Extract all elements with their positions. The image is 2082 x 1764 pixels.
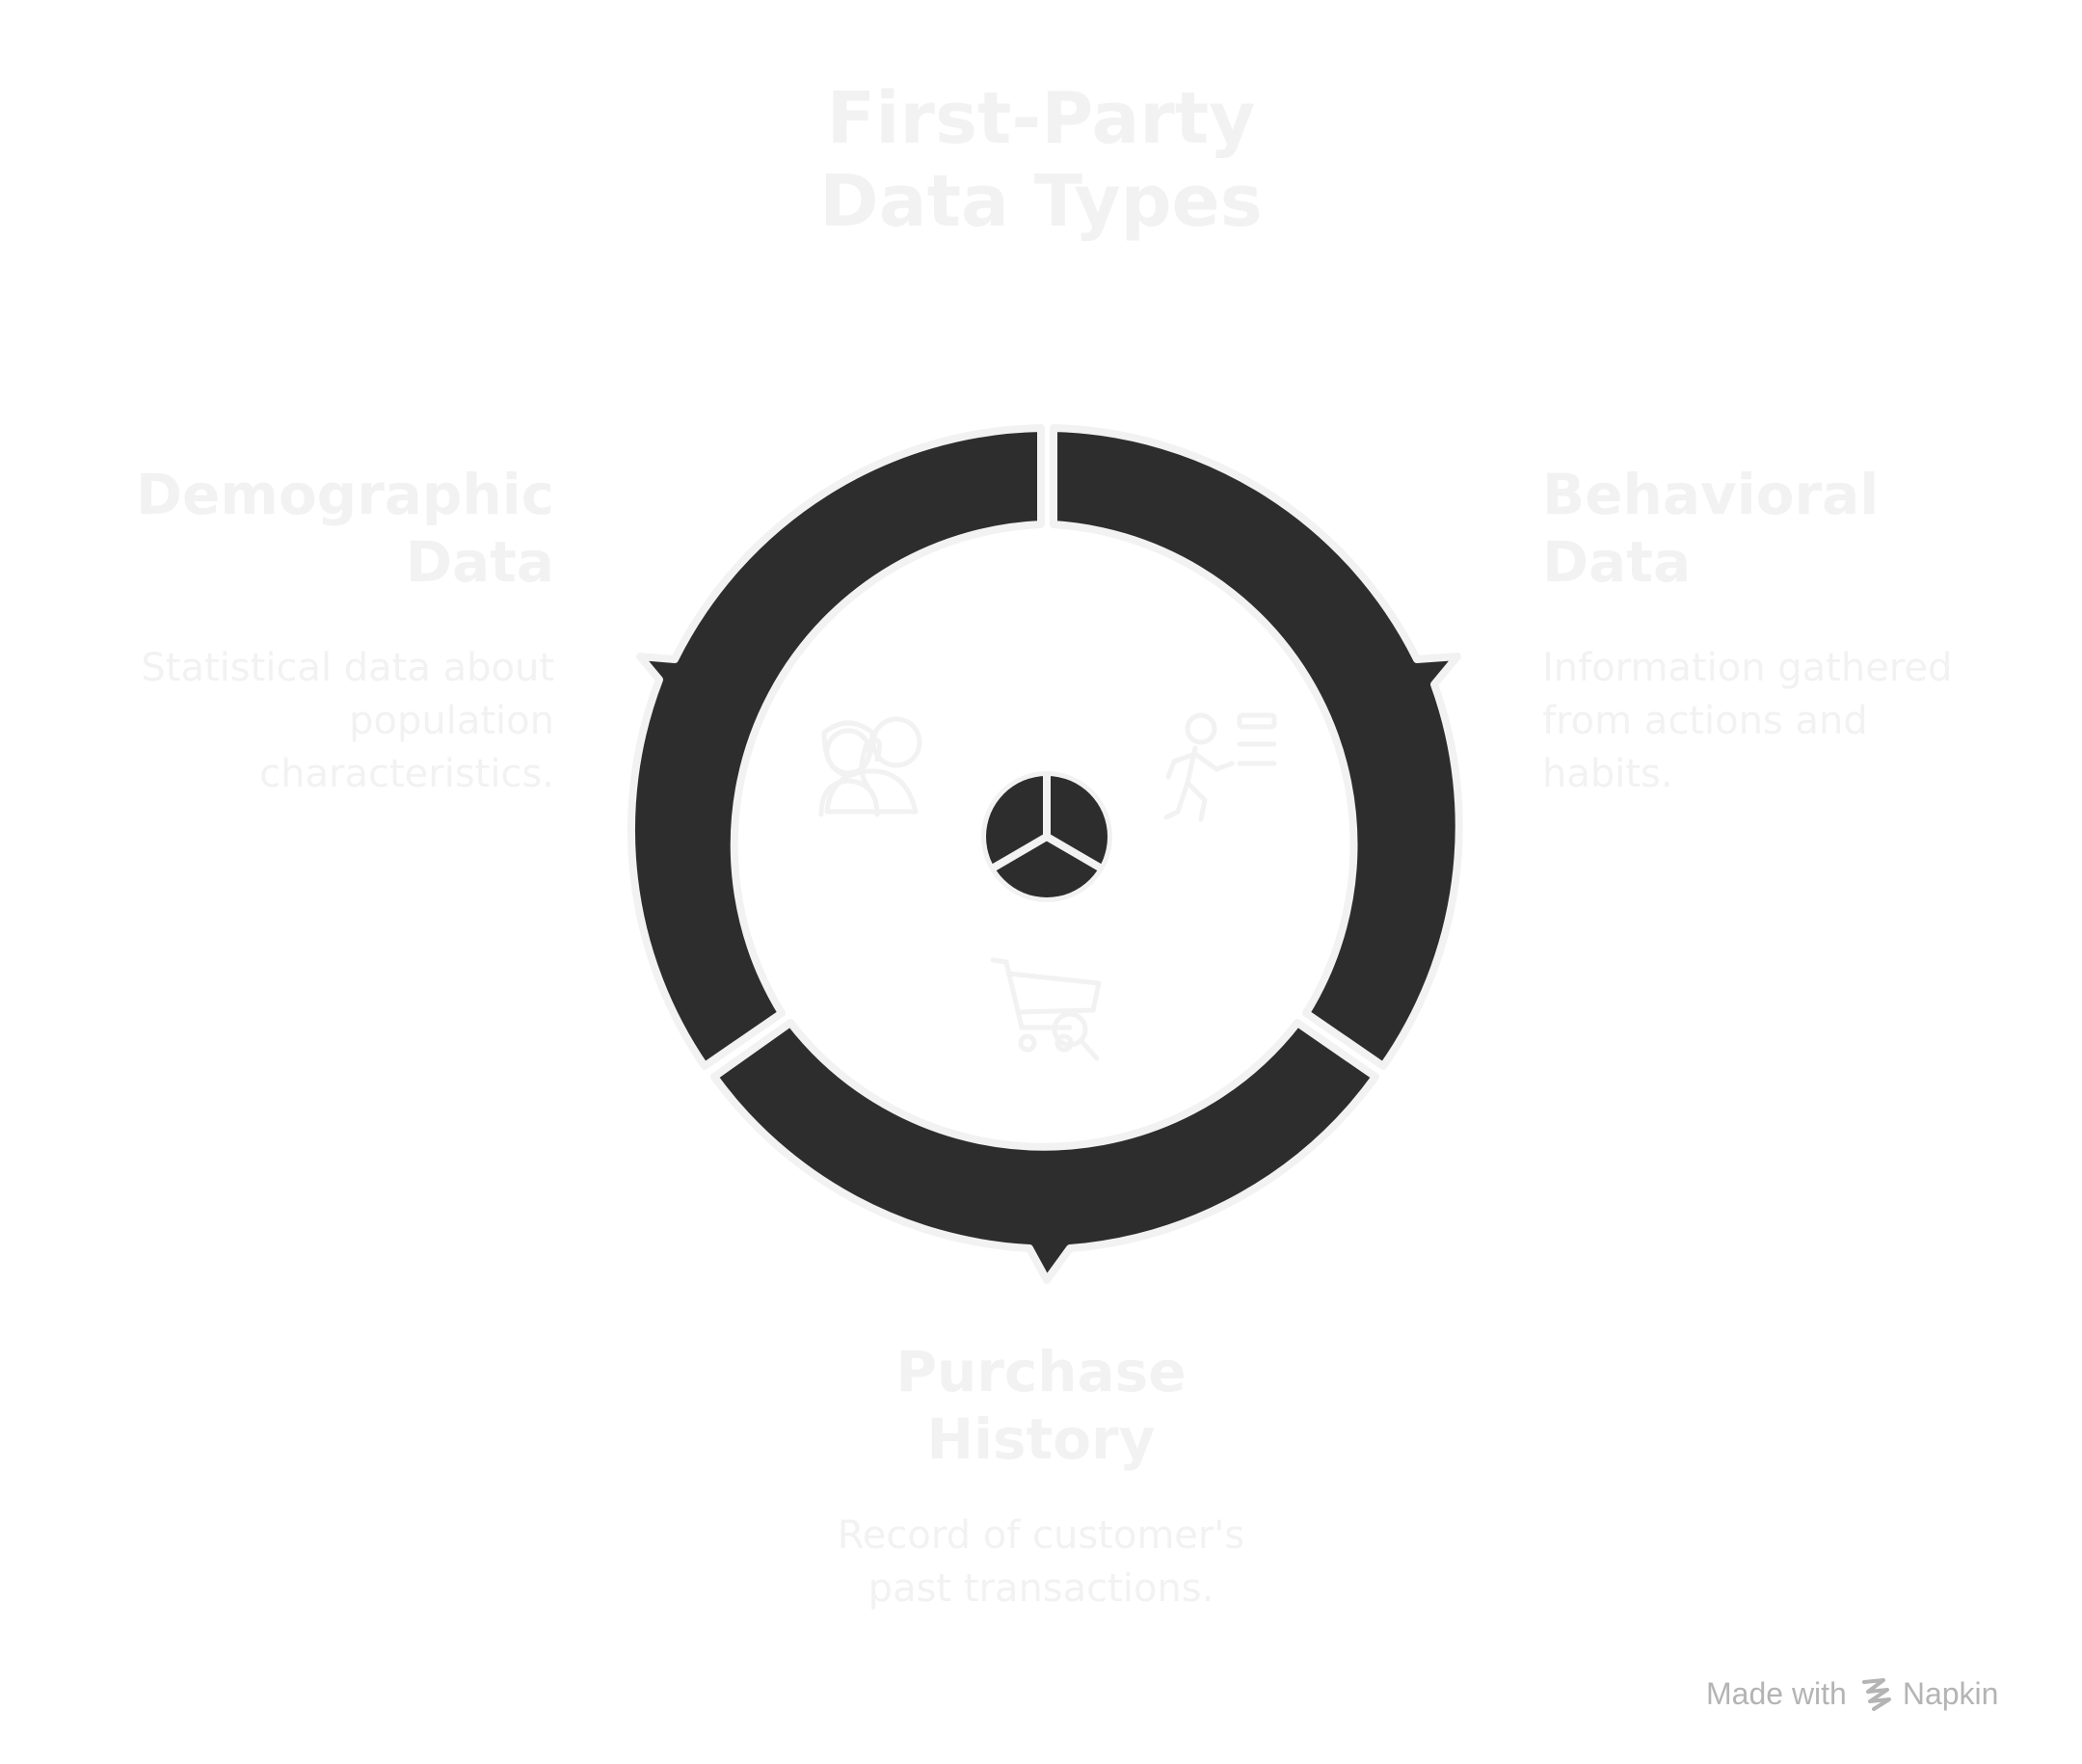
segment-title-behavioral: Behavioral Data xyxy=(1542,461,2005,596)
diagram-title-line-2: Data Types xyxy=(819,160,1263,243)
ring-segment-behavioral xyxy=(1050,424,1463,1070)
watermark-prefix: Made with xyxy=(1706,1675,1847,1711)
segment-description-line: from actions and xyxy=(1542,699,1868,743)
segment-description-line: population xyxy=(349,699,554,743)
diagram-title: First-Party Data Types xyxy=(752,77,1330,243)
segment-title-line: Data xyxy=(405,529,554,595)
segment-description-demographic: Statistical data about population charac… xyxy=(67,642,554,801)
segment-title-line: Data xyxy=(1542,529,1692,595)
segment-title-line: History xyxy=(926,1406,1156,1472)
segment-description-line: Record of customer's xyxy=(837,1513,1245,1558)
running-person-icon xyxy=(1163,712,1277,822)
segment-description-purchase: Record of customer's past transactions. xyxy=(752,1510,1330,1616)
made-with-napkin-watermark[interactable]: Made with Napkin xyxy=(1706,1670,2034,1717)
watermark-brand: Napkin xyxy=(1902,1675,1999,1711)
shopping-cart-search-icon xyxy=(990,957,1102,1061)
ring-segment-demographic xyxy=(627,424,1045,1070)
ring-segment-purchase xyxy=(710,1019,1379,1284)
segment-description-line: Information gathered xyxy=(1542,646,1953,690)
segment-title-line: Behavioral xyxy=(1542,462,1880,527)
segment-title-purchase: Purchase History xyxy=(800,1338,1282,1473)
segment-description-line: habits. xyxy=(1542,752,1673,796)
ring xyxy=(627,424,1463,1284)
segment-description-line: Statistical data about xyxy=(141,646,554,690)
diagram-title-line-1: First-Party xyxy=(826,77,1256,160)
segment-title-line: Purchase xyxy=(895,1339,1187,1404)
segment-description-line: past transactions. xyxy=(868,1566,1214,1611)
segment-title-line: Demographic xyxy=(135,462,554,527)
pie-chart-icon xyxy=(981,771,1112,902)
people-icon xyxy=(818,716,922,817)
segment-title-demographic: Demographic Data xyxy=(116,461,554,596)
segment-description-behavioral: Information gathered from actions and ha… xyxy=(1542,642,2043,801)
napkin-logo-icon xyxy=(1861,1678,1891,1711)
segment-description-line: characteristics. xyxy=(259,752,554,796)
